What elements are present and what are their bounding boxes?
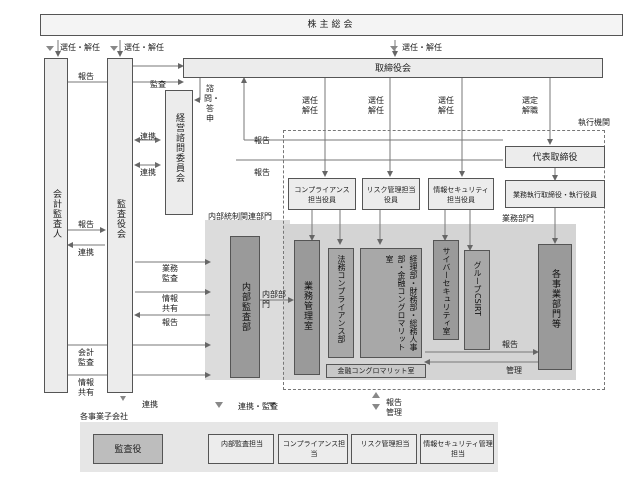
internal-control-label: 内部統制関連部門 — [208, 212, 272, 221]
sub-internal-audit-label: 内部監査担当 — [221, 440, 263, 448]
edge-report-1: 報告 — [78, 72, 94, 81]
legal-compliance-label: 法務コンプライアンス部 — [337, 255, 346, 343]
risk-officer-label: リスク管理担当役員 — [366, 186, 416, 204]
sub-risk: リスク管理担当 — [351, 434, 417, 464]
elect-label-left2: 選任・解任 — [124, 43, 164, 52]
edge-info-share-2: 情報共有 — [78, 378, 94, 397]
business-units: 各事業部門等 — [538, 244, 572, 370]
internal-audit-label: 内部監査部 — [240, 282, 250, 332]
audit-board: 監査役会 — [107, 58, 133, 393]
cyber-security-office: サイバーセキュリティ室 — [433, 240, 459, 340]
group-csirt-label: グループCSIRT — [473, 261, 482, 316]
finance-hr-dept: 経理部・財務部・総務人事部・金融コングロマリット室 — [360, 248, 422, 358]
elect-label-right: 選任・解任 — [402, 43, 442, 52]
sub-infosec: 情報セキュリティ管理担当 — [420, 434, 494, 464]
edge-sel-3: 選任解任 — [438, 96, 454, 115]
business-units-label: 各事業部門等 — [550, 269, 560, 329]
edge-report-manage: 報告管理 — [386, 398, 402, 417]
edge-acct-audit: 会計監査 — [78, 348, 94, 367]
edge-report-6: 報告 — [502, 340, 518, 349]
audit-board-label: 監査役会 — [115, 199, 125, 239]
compliance-officer-label: コンプライアンス担当役員 — [294, 186, 350, 204]
exec-director-label: 業務執行取締役・執行役員 — [513, 191, 597, 199]
management-council-label: 経営諮問委員会 — [174, 113, 184, 183]
representative-director: 代表取締役 — [505, 146, 605, 168]
edge-coop-audit: 連携・監査 — [238, 402, 278, 411]
fin-conglomerate-office: 金融コングロマリット室 — [326, 364, 426, 378]
accounting-auditor: 会計監査人 — [44, 58, 68, 393]
edge-sel-4: 選定解職 — [522, 96, 538, 115]
edge-coop-4: 連携 — [142, 400, 158, 409]
exec-org-frame — [283, 130, 605, 390]
edge-manage-1: 管理 — [506, 366, 522, 375]
compliance-officer: コンプライアンス担当役員 — [288, 178, 356, 210]
sub-infosec-label: 情報セキュリティ管理担当 — [423, 440, 493, 458]
edge-report-2: 報告 — [254, 136, 270, 145]
finance-hr-label: 経理部・財務部・総務人事部・金融コングロマリット室 — [385, 255, 418, 351]
edge-report-3: 報告 — [254, 168, 270, 177]
edge-sel-2: 選任解任 — [368, 96, 384, 115]
board-of-directors: 取締役会 — [183, 58, 603, 78]
elect-label-left1: 選任・解任 — [60, 43, 100, 52]
edge-report-4: 報告 — [78, 220, 94, 229]
accounting-auditor-label: 会計監査人 — [51, 189, 61, 239]
edge-report-5: 報告 — [162, 318, 178, 327]
edge-audit-1: 監査 — [150, 80, 166, 89]
infosec-officer-label: 情報セキュリティ担当役員 — [433, 186, 489, 204]
sub-compliance-label: コンプライアンス担当 — [282, 440, 346, 458]
board-label: 取締役会 — [374, 64, 411, 74]
edge-info-share-1: 情報共有 — [162, 294, 178, 313]
sub-auditor: 監査役 — [93, 434, 163, 464]
sub-internal-audit: 内部監査担当 — [208, 434, 274, 464]
subsidiaries-label: 各事業子会社 — [80, 412, 128, 421]
executive-director: 業務執行取締役・執行役員 — [505, 180, 605, 208]
shareholders-meeting: 株主総会 — [40, 14, 623, 36]
sub-auditor-label: 監査役 — [114, 445, 142, 455]
edge-biz-audit: 業務監査 — [162, 264, 178, 283]
sub-risk-label: リスク管理担当 — [360, 440, 410, 448]
group-csirt: グループCSIRT — [464, 250, 490, 350]
risk-officer: リスク管理担当役員 — [362, 178, 420, 210]
edge-coop-1: 連携 — [140, 132, 156, 141]
business-audit-label: 業務管理室 — [302, 281, 312, 331]
edge-coop-3: 連携 — [78, 248, 94, 257]
rep-director-label: 代表取締役 — [532, 153, 578, 163]
legal-compliance-dept: 法務コンプライアンス部 — [328, 248, 354, 358]
cyber-security-label: サイバーセキュリティ室 — [442, 247, 451, 335]
sub-compliance: コンプライアンス担当 — [278, 434, 348, 464]
exec-org-label: 執行機関 — [578, 118, 610, 127]
edge-coop-2: 連携 — [140, 168, 156, 177]
shareholders-meeting-label: 株主総会 — [307, 20, 356, 30]
edge-internal-dept: 内部部門 — [262, 290, 286, 309]
infosec-officer: 情報セキュリティ担当役員 — [428, 178, 494, 210]
edge-sel-1: 選任解任 — [302, 96, 318, 115]
business-audit-office: 業務管理室 — [294, 240, 320, 375]
fin-conglomerate-label: 金融コングロマリット室 — [337, 367, 415, 375]
edge-consult: 諮問・答申 — [204, 84, 220, 123]
management-council: 経営諮問委員会 — [165, 90, 193, 215]
internal-audit-dept: 内部監査部 — [230, 236, 260, 378]
business-div-label: 業務部門 — [502, 214, 534, 223]
